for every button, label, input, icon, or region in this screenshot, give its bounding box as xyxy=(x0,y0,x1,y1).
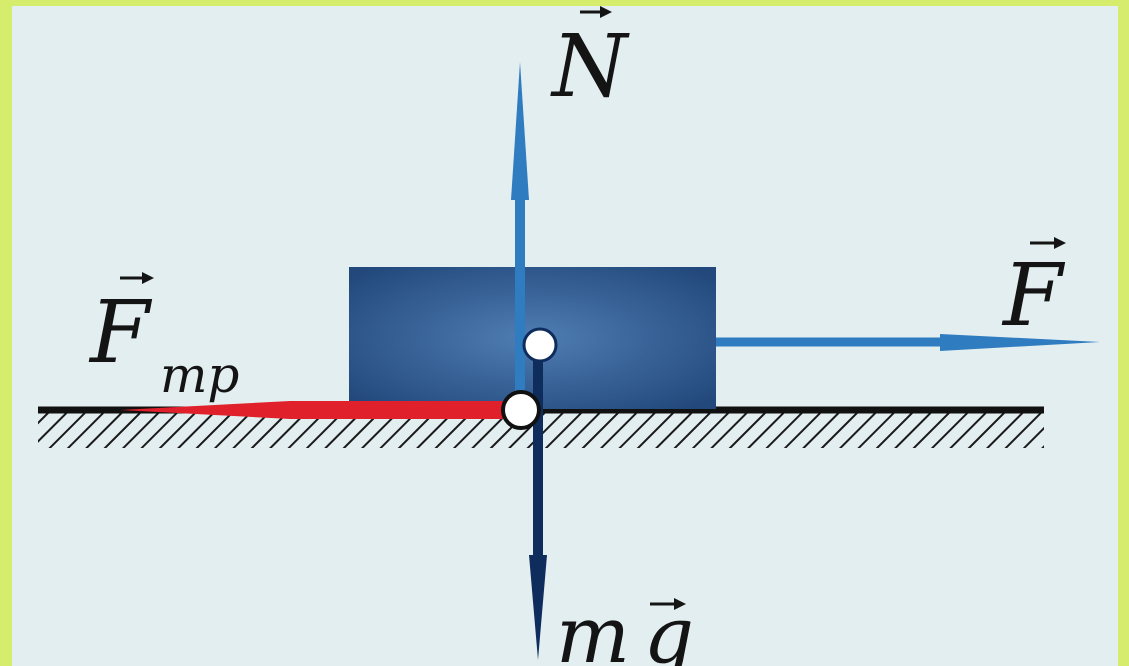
applied-force-arrowhead xyxy=(940,334,1100,351)
gravity-force-arrowhead xyxy=(529,555,547,660)
svg-text:N: N xyxy=(550,17,630,117)
friction-force-label: F mp xyxy=(88,272,239,404)
svg-text:F: F xyxy=(1001,246,1066,346)
gravity-force-label: m g xyxy=(556,591,694,666)
svg-text:mp: mp xyxy=(160,346,239,404)
contact-point xyxy=(501,390,541,430)
normal-force-label: N xyxy=(550,6,630,117)
svg-text:g: g xyxy=(644,591,694,666)
svg-text:F: F xyxy=(88,283,153,383)
center-of-mass-point xyxy=(522,327,558,363)
svg-text:m: m xyxy=(556,591,630,666)
normal-force-arrowhead xyxy=(511,62,529,200)
applied-force-label: F xyxy=(1001,237,1066,346)
friction-force-arrow xyxy=(120,401,512,419)
